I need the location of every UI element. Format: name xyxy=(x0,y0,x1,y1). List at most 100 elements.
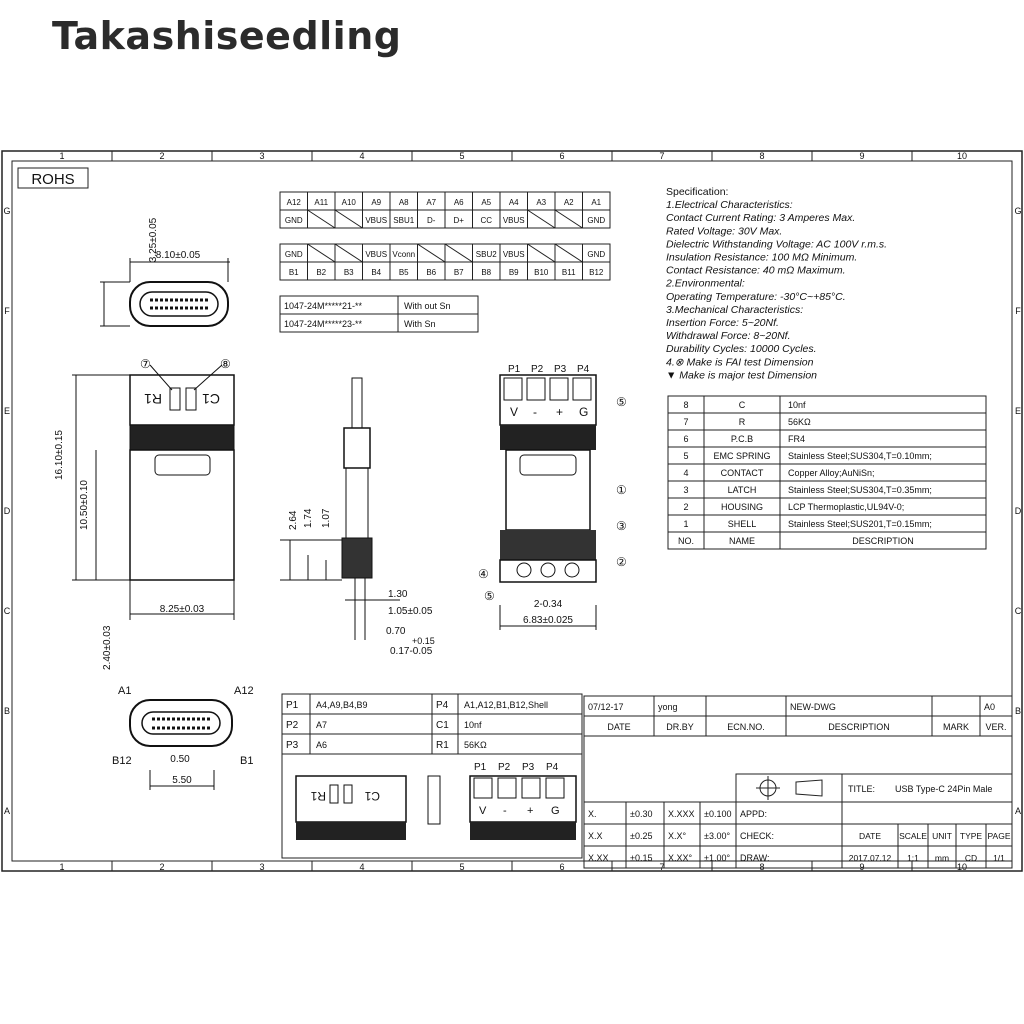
part-desc: With out Sn xyxy=(404,301,451,311)
dim-side-1: 2.64 xyxy=(288,510,299,530)
border-row-right: G xyxy=(1014,206,1021,216)
connector-front-view-top: 8.10±0.05 3.25±0.05 xyxy=(100,217,230,327)
pin-cell: B5 xyxy=(399,268,409,277)
border-col-bottom: 5 xyxy=(459,862,464,872)
pad-label-p4: P4 xyxy=(577,364,590,375)
pad-val: A4,A9,B4,B9 xyxy=(316,700,368,710)
border-col-bottom: 7 xyxy=(659,862,664,872)
bom-no: 1 xyxy=(683,519,688,529)
callout-2: ② xyxy=(616,555,627,569)
info-val: mm xyxy=(935,853,949,863)
pin-cell: A2 xyxy=(564,198,574,207)
spec-line: 2.Environmental: xyxy=(665,278,745,290)
pin-cell: CC xyxy=(480,216,492,225)
bom-name: NAME xyxy=(729,536,755,546)
tol-cell: X.XX° xyxy=(668,853,693,863)
dim-pcb-width: 6.83±0.025 xyxy=(523,615,573,626)
bom-no: 6 xyxy=(683,434,688,444)
bom-desc: 56KΩ xyxy=(788,417,811,427)
border-row-left: C xyxy=(4,606,11,616)
connector-pcb-view: P1 P2 P3 P4 V - + G ⑤ ① ③ ② ④ ⑤ 6.83±0.0… xyxy=(478,364,627,630)
bom-desc: Stainless Steel;SUS304,T=0.10mm; xyxy=(788,451,932,461)
border-col-bottom: 2 xyxy=(159,862,164,872)
label-a1: A1 xyxy=(118,685,131,697)
dim-side-7: +0.15 xyxy=(412,636,435,646)
border-row-right: B xyxy=(1015,706,1021,716)
tol-cell: X.X xyxy=(588,831,603,841)
border-row-left: A xyxy=(4,806,10,816)
pad-key: P1 xyxy=(286,700,299,711)
pad-key2: P4 xyxy=(436,700,449,711)
info-head: TYPE xyxy=(960,831,983,841)
bom-no: NO. xyxy=(678,536,694,546)
pad-ill-v: V xyxy=(479,805,487,817)
rohs-label: ROHS xyxy=(31,171,74,188)
border-col-top: 2 xyxy=(159,151,164,161)
dim-pitch: 0.50 xyxy=(170,754,190,765)
tol-cell: ±0.15 xyxy=(630,853,652,863)
spec-line: Rated Voltage: 30V Max. xyxy=(666,225,782,237)
label-r1-top: R1 xyxy=(144,391,162,407)
border-col-bottom: 10 xyxy=(957,862,967,872)
dim-length-total: 16.10±0.15 xyxy=(54,430,65,480)
part-desc: With Sn xyxy=(404,319,436,329)
bom-no: 8 xyxy=(683,400,688,410)
pin-cell: B4 xyxy=(371,268,381,277)
spec-line: Operating Temperature: -30°C~+85°C. xyxy=(666,291,846,303)
rev-head: VER. xyxy=(985,722,1006,732)
bom-name: R xyxy=(739,417,746,427)
check-label: CHECK: xyxy=(740,831,774,841)
spec-line: Insulation Resistance: 100 MΩ Minimum. xyxy=(666,252,857,264)
border-row-left: E xyxy=(4,406,10,416)
tol-cell: ±3.00° xyxy=(704,831,730,841)
spec-line: Contact Resistance: 40 mΩ Maximum. xyxy=(666,265,846,277)
pin-cell: B10 xyxy=(534,268,549,277)
part-number-table: 1047-24M*****21-**With out Sn1047-24M***… xyxy=(279,295,479,333)
pad-val2: A1,A12,B1,B12,Shell xyxy=(464,700,548,710)
rev-head: MARK xyxy=(943,722,969,732)
pad-key: P3 xyxy=(286,740,299,751)
border-row-left: G xyxy=(3,206,10,216)
title-value: USB Type-C 24Pin Male xyxy=(895,784,992,794)
dim-pitch-total: 5.50 xyxy=(172,775,192,786)
border-col-top: 8 xyxy=(759,151,764,161)
rev-head: DR.BY xyxy=(666,722,694,732)
brand-title: Takashiseedling xyxy=(52,14,402,58)
info-val: 2017.07.12 xyxy=(849,853,892,863)
connector-top-view: R1 C1 ⑦ ⑧ 16.10±0.15 10.50±0.10 8.25±0.0… xyxy=(54,357,235,620)
dim-side-4: 1.30 xyxy=(388,589,408,600)
info-head: SCALE xyxy=(899,831,927,841)
pin-cell: A9 xyxy=(371,198,381,207)
spec-line: Insertion Force: 5~20Nf. xyxy=(666,317,779,329)
pad-val: A6 xyxy=(316,740,327,750)
rev-cell: 07/12-17 xyxy=(588,702,624,712)
dim-width-top: 8.10±0.05 xyxy=(156,250,201,261)
pin-cell: Vconn xyxy=(392,250,415,259)
dim-pcb-holes: 2-0.34 xyxy=(534,599,563,610)
pad-ill-p2: P2 xyxy=(498,762,511,773)
border-col-top: 10 xyxy=(957,151,967,161)
bom-desc: 10nf xyxy=(788,400,806,410)
pin-cell: GND xyxy=(285,216,303,225)
callout-8: ⑧ xyxy=(220,357,231,371)
tol-cell: X. xyxy=(588,809,597,819)
tol-cell: ±1.00° xyxy=(704,853,730,863)
tol-cell: X.X° xyxy=(668,831,687,841)
pin-cell: D- xyxy=(427,216,436,225)
tol-cell: ±0.25 xyxy=(630,831,652,841)
tol-cell: ±0.100 xyxy=(704,809,731,819)
pin-cell: A4 xyxy=(509,198,519,207)
title-label: TITLE: xyxy=(848,784,875,794)
rev-cell: A0 xyxy=(984,702,995,712)
pin-cell: B9 xyxy=(509,268,519,277)
bom-no: 4 xyxy=(683,468,688,478)
border-col-top: 5 xyxy=(459,151,464,161)
rev-head: DATE xyxy=(607,722,630,732)
pad-ill-plus: + xyxy=(527,805,533,817)
pad-sym-v: V xyxy=(510,405,518,419)
tol-cell: X.XXX xyxy=(668,809,695,819)
pad-ill-c1: C1 xyxy=(364,789,380,803)
bom-name: EMC SPRING xyxy=(713,451,770,461)
callout-1: ① xyxy=(616,483,627,497)
